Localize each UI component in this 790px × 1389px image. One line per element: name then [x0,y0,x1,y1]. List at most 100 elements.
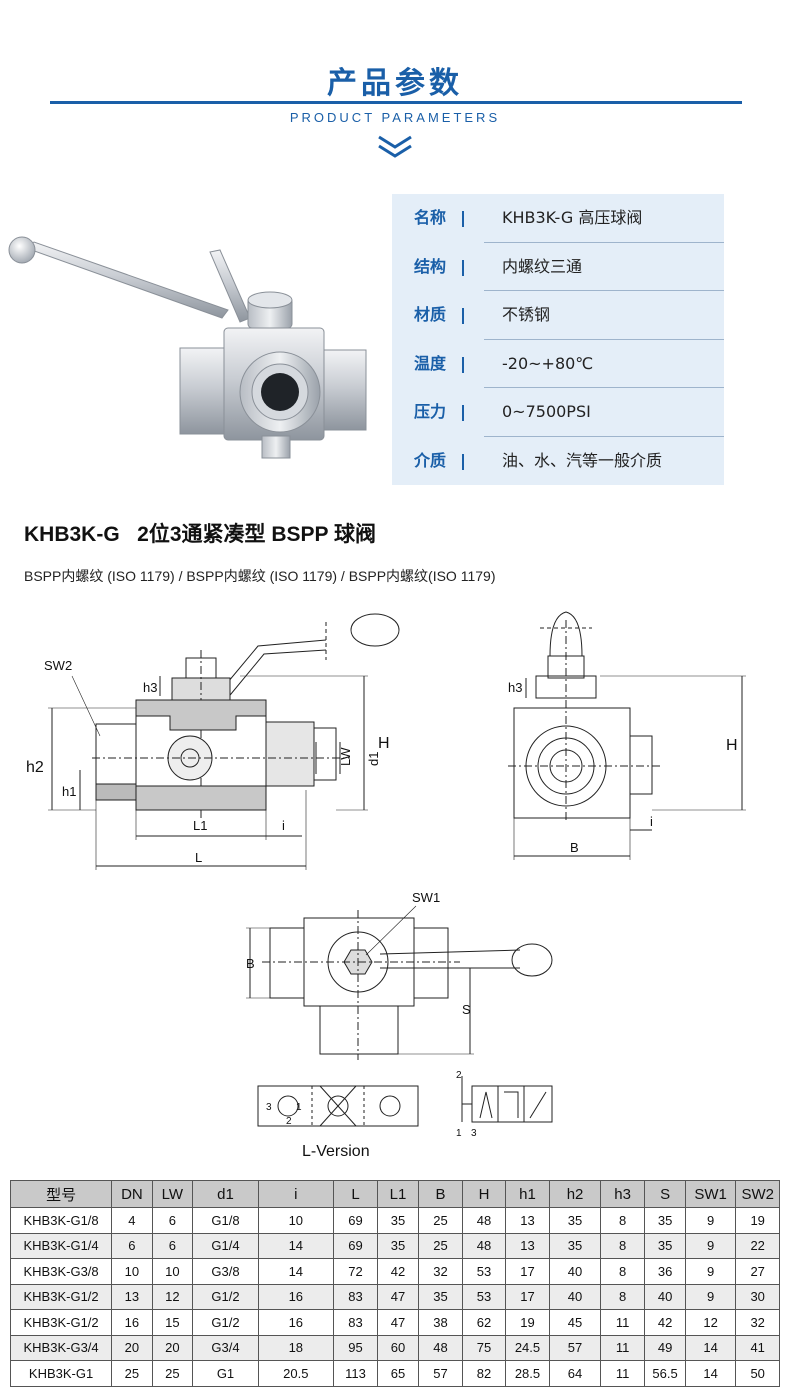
table-cell: 13 [504,1207,551,1234]
row-divider [484,241,724,243]
column-header: L1 [377,1180,419,1208]
product-title: KHB3K-G 2位3通紧凑型 BSPP 球阀 [24,523,377,546]
table-cell: 32 [417,1258,464,1285]
label-h3-side: h3 [508,680,522,695]
param-label: 名称 [414,208,447,227]
column-header: SW1 [684,1180,737,1208]
table-cell: 10 [151,1258,194,1285]
table-cell: 41 [735,1334,780,1361]
thread-standard-text: BSPP内螺纹 (ISO 1179) / BSPP内螺纹 (ISO 1179) … [24,568,496,584]
column-header: SW2 [735,1180,780,1208]
table-cell: G1/2 [192,1309,259,1336]
table-cell: 12 [151,1283,194,1310]
table-cell: 14 [684,1334,737,1361]
column-header: L [332,1180,379,1208]
table-cell: 72 [332,1258,379,1285]
model-cell: KHB3K-G1 [9,1360,113,1387]
label-port-3: 3 [266,1102,272,1113]
table-cell: 19 [504,1309,551,1336]
model-cell: KHB3K-G3/4 [9,1334,113,1361]
table-cell: 32 [735,1309,780,1336]
table-cell: 47 [377,1283,419,1310]
table-cell: 9 [684,1207,737,1234]
table-cell: 75 [462,1334,506,1361]
table-cell: 19 [735,1207,780,1234]
label-i-side: i [650,814,653,829]
table-cell: 40 [549,1283,601,1310]
label-b: B [246,956,255,971]
param-value: 不锈钢 [502,305,551,324]
label-l1: L1 [193,818,207,833]
table-cell: 9 [684,1232,737,1259]
table-cell: 95 [332,1334,379,1361]
table-cell: 48 [462,1232,506,1259]
table-cell: 18 [257,1334,334,1361]
table-cell: 27 [735,1258,780,1285]
table-cell: 28.5 [504,1360,551,1387]
model-cell: KHB3K-G1/2 [9,1283,113,1310]
product-image [8,236,367,459]
table-cell: 35 [644,1232,686,1259]
param-separator [462,453,464,470]
table-cell: 30 [735,1283,780,1310]
param-separator [462,211,464,227]
table-cell: 57 [417,1360,464,1387]
param-label: 材质 [414,305,447,324]
table-cell: 20 [151,1334,194,1361]
label-lw: LW [338,747,353,766]
label-l: L [195,850,202,865]
param-separator [462,259,464,276]
table-cell: 35 [417,1283,464,1310]
page-subtitle: PRODUCT PARAMETERS [289,110,501,125]
table-cell: 69 [332,1207,379,1234]
table-cell: 11 [599,1360,646,1387]
column-header: h2 [549,1180,601,1208]
param-value: 油、水、汽等一般介质 [502,450,663,470]
column-header: S [644,1180,686,1208]
label-sym-3: 3 [471,1128,477,1139]
table-cell: 14 [684,1360,737,1387]
model-cell: KHB3K-G1/2 [9,1309,113,1336]
table-cell: 6 [151,1207,194,1234]
param-separator [462,356,464,373]
param-row-material: 材质 不锈钢 [392,291,724,340]
label-h3: h3 [143,680,157,695]
table-cell: 6 [111,1232,153,1259]
table-cell: 25 [417,1207,464,1234]
table-cell: 8 [599,1232,646,1259]
column-header: LW [151,1180,194,1208]
table-cell: 9 [684,1283,737,1310]
page-title: 产品参数 [327,66,463,101]
column-header: DN [111,1180,153,1208]
table-cell: 35 [549,1232,601,1259]
label-sym-2: 2 [456,1070,462,1081]
table-cell: 57 [549,1334,601,1361]
column-header: B [417,1180,464,1208]
table-cell: 20 [111,1334,153,1361]
table-cell: 10 [257,1207,334,1234]
table-cell: G1/2 [192,1283,259,1310]
table-cell: 38 [417,1309,464,1336]
table-cell: 82 [462,1360,506,1387]
table-cell: 50 [735,1360,780,1387]
table-cell: G1/4 [192,1232,259,1259]
table-cell: 13 [504,1232,551,1259]
param-value: -20~+80℃ [502,353,594,373]
table-cell: 64 [549,1360,601,1387]
table-cell: 16 [111,1309,153,1336]
table-cell: 65 [377,1360,419,1387]
table-cell: 17 [504,1283,551,1310]
table-cell: 11 [599,1334,646,1361]
table-header-row: 型号 DN LW d1 i L L1 B H h1 h2 h3 S SW1 SW… [9,1180,780,1208]
table-cell: 14 [257,1258,334,1285]
table-cell: 35 [644,1207,686,1234]
table-cell: 35 [377,1207,419,1234]
double-chevron-down-icon [378,135,412,158]
label-h-side: H [726,737,738,754]
param-separator [462,308,464,324]
label-h1: h1 [62,784,76,799]
table-cell: 8 [599,1283,646,1310]
